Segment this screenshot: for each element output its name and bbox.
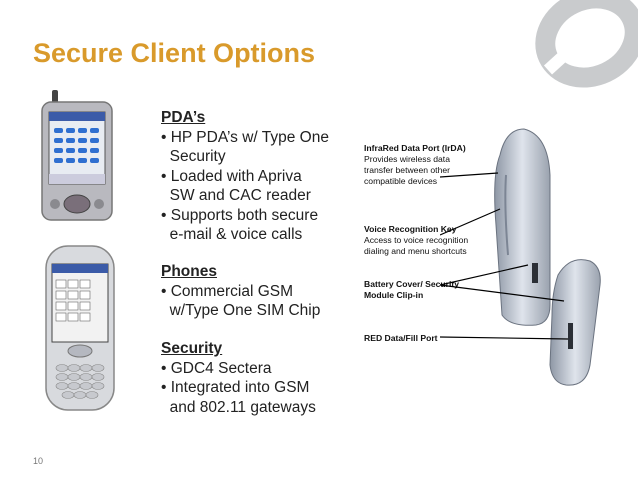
- bullet-line: w/Type One SIM Chip: [161, 302, 321, 319]
- bullet-line: Security: [161, 148, 226, 165]
- pda-section: PDA’s • HP PDA’s w/ Type One Security • …: [161, 108, 351, 245]
- section-heading: Security: [161, 340, 223, 357]
- bullet-line: • Integrated into GSM: [161, 379, 310, 396]
- page-number: 10: [33, 456, 44, 466]
- callout-red-port: RED Data/Fill Port: [364, 333, 504, 344]
- callout-line: Provides wireless data: [364, 154, 450, 164]
- smartphone-image: [45, 245, 115, 411]
- callout-line: Module Clip-in: [364, 290, 424, 300]
- callout-line: dialing and menu shortcuts: [364, 246, 467, 256]
- callout-battery-cover: Battery Cover/ Security Module Clip-in: [364, 279, 504, 301]
- bullet-line: • Loaded with Apriva: [161, 167, 302, 185]
- callout-line: compatible devices: [364, 176, 438, 186]
- callout-title: Battery Cover/ Security: [364, 279, 460, 289]
- bullet-line: • GDC4 Sectera: [161, 359, 272, 377]
- bullet-line: and 802.11 gateways: [161, 398, 316, 416]
- callout-title: InfraRed Data Port (IrDA): [364, 143, 466, 153]
- slide-title: Secure Client Options: [33, 38, 316, 68]
- sectera-phone-image: [440, 128, 601, 386]
- pda-device-image: [41, 90, 113, 221]
- callout-title: Voice Recognition Key: [364, 224, 457, 234]
- section-heading: Phones: [161, 263, 217, 280]
- section-heading: PDA’s: [161, 109, 206, 126]
- callout-line: Access to voice recognition: [364, 235, 469, 245]
- bullet-line: SW and CAC reader: [161, 187, 311, 204]
- bullet-line: e-mail & voice calls: [161, 226, 303, 243]
- bullet-line: • Commercial GSM: [161, 282, 294, 300]
- bullet-line: • Supports both secure: [161, 206, 319, 224]
- security-section: Security • GDC4 Sectera • Integrated int…: [161, 339, 351, 417]
- phones-section: Phones • Commercial GSM w/Type One SIM C…: [161, 262, 351, 321]
- company-logo: [535, 0, 638, 88]
- callout-title: RED Data/Fill Port: [364, 333, 438, 343]
- callout-voice-key: Voice Recognition Key Access to voice re…: [364, 224, 504, 257]
- bullet-line: • HP PDA’s w/ Type One: [161, 128, 329, 146]
- callout-line: transfer between other: [364, 165, 450, 175]
- callout-irda: InfraRed Data Port (IrDA) Provides wirel…: [364, 143, 504, 187]
